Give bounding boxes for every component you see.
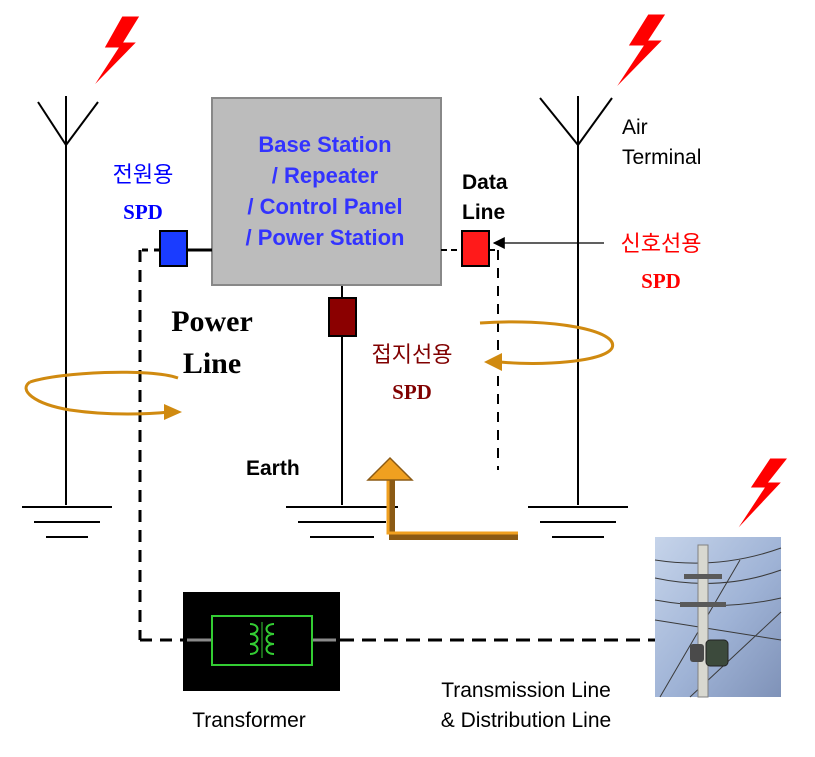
data-spd-box bbox=[461, 230, 490, 267]
svg-text:/ Repeater: / Repeater bbox=[272, 163, 379, 188]
lightning-bolt-icon bbox=[734, 457, 790, 533]
svg-text:Power: Power bbox=[171, 305, 253, 338]
power-line-label: Power Line bbox=[171, 305, 253, 380]
ground-symbol-icon bbox=[22, 506, 112, 538]
data-line-label: Data Line bbox=[462, 171, 508, 224]
svg-text:SPD: SPD bbox=[123, 200, 163, 224]
utility-pole-photo bbox=[654, 537, 782, 698]
transmission-line-label: Transmission Line & Distribution Line bbox=[441, 679, 611, 732]
power-line bbox=[138, 248, 655, 642]
svg-text:& Distribution Line: & Distribution Line bbox=[441, 709, 611, 732]
svg-text:SPD: SPD bbox=[641, 269, 681, 293]
svg-text:/ Power Station: / Power Station bbox=[246, 225, 405, 250]
base-station-label: Base Station / Repeater / Control Panel … bbox=[246, 132, 405, 250]
svg-text:Transmission Line: Transmission Line bbox=[441, 679, 611, 702]
lightning-bolt-icon bbox=[613, 13, 667, 91]
ground-spd-box bbox=[328, 297, 357, 337]
transformer-icon bbox=[183, 592, 340, 691]
air-terminal-label: Air Terminal bbox=[622, 116, 701, 169]
base-station-box bbox=[211, 97, 442, 286]
earth-surge-arrow bbox=[366, 456, 518, 540]
earth-label: Earth bbox=[246, 457, 300, 480]
ground-symbol-icon bbox=[286, 506, 398, 538]
antenna-icon bbox=[539, 96, 613, 505]
svg-text:SPD: SPD bbox=[392, 380, 432, 404]
power-spd-box bbox=[159, 230, 188, 267]
svg-text:신호선용: 신호선용 bbox=[621, 231, 702, 256]
transformer-label: Transformer bbox=[192, 709, 306, 732]
signal-spd-label: 신호선용 SPD bbox=[621, 231, 702, 293]
ground-symbol-icon bbox=[528, 506, 628, 538]
surge-loop-left bbox=[24, 370, 179, 416]
surge-loop-right bbox=[479, 320, 614, 365]
power-spd-label: 전원용 SPD bbox=[113, 162, 174, 224]
svg-text:Line: Line bbox=[462, 201, 505, 224]
svg-text:전원용: 전원용 bbox=[113, 162, 174, 187]
antenna-icon bbox=[37, 96, 99, 505]
svg-text:접지선용: 접지선용 bbox=[372, 342, 453, 367]
svg-text:Air: Air bbox=[622, 116, 648, 139]
surge-arrow-head bbox=[164, 404, 182, 420]
svg-text:/ Control Panel: / Control Panel bbox=[247, 194, 402, 219]
svg-text:Base Station: Base Station bbox=[258, 132, 391, 157]
svg-text:Data: Data bbox=[462, 171, 508, 194]
surge-arrow-head bbox=[484, 353, 502, 371]
svg-text:Terminal: Terminal bbox=[622, 146, 701, 169]
lightning-bolt-icon bbox=[91, 15, 141, 89]
svg-text:Line: Line bbox=[183, 347, 241, 380]
ground-spd-label: 접지선용 SPD bbox=[372, 342, 453, 404]
